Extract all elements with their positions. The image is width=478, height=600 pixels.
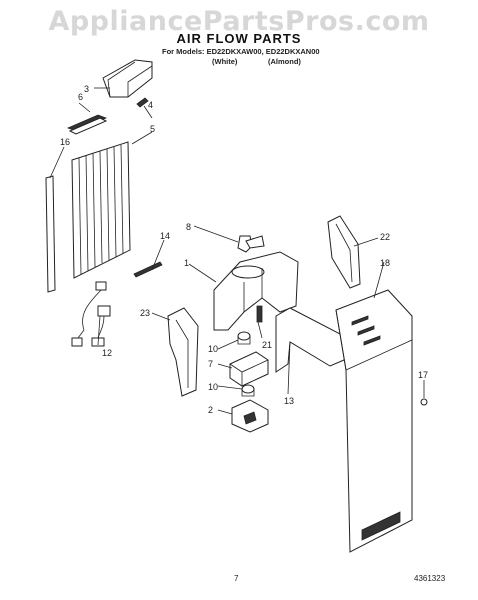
callout-22: 22 — [380, 232, 390, 242]
part-2-motor-bracket — [231, 399, 269, 433]
part-21-screw — [256, 305, 263, 323]
part-13-channel — [275, 307, 345, 373]
part-6-foam-strip — [66, 114, 108, 135]
callout-16: 16 — [60, 137, 70, 147]
part-12-wire-harness — [71, 281, 111, 347]
callout-10: 10 — [208, 382, 218, 392]
models-line: For Models: ED22DKXAW00, ED22DKXAN00 — [162, 47, 320, 56]
part-5-ribbed-cover — [71, 141, 131, 279]
leader-lines — [49, 87, 425, 415]
part-17-air-duct — [335, 289, 413, 553]
part-16-gasket-strip — [45, 175, 56, 293]
callout-18: 18 — [380, 258, 390, 268]
callout-4: 4 — [148, 100, 153, 110]
callout-8: 8 — [186, 222, 191, 232]
color-white-label: (White) — [212, 57, 238, 66]
part-10-bushing-upper — [237, 331, 251, 345]
callout-2: 2 — [208, 405, 213, 415]
page-number: 7 — [234, 574, 239, 583]
callout-6: 6 — [78, 92, 83, 102]
callout-21: 21 — [262, 340, 272, 350]
part-22-duct-fitting — [327, 215, 361, 289]
part-10-bushing-lower — [241, 384, 255, 397]
callout-23: 23 — [140, 308, 150, 318]
callout-1: 1 — [184, 258, 189, 268]
callout-labels: 36 4 5 16 14 8 1 23 12 10 7 10 2 21 13 22 18 17 — [60, 84, 428, 415]
part-7-fan-motor — [229, 351, 269, 387]
watermark: AppliancePartsPros.com — [48, 6, 430, 37]
part-14-screw — [133, 261, 163, 278]
part-4-screw — [136, 97, 149, 108]
part-18-screw — [420, 398, 428, 406]
callout-10: 10 — [208, 344, 218, 354]
callout-17: 17 — [418, 370, 428, 380]
part-8-fan-blade — [237, 235, 265, 253]
doc-number: 4361323 — [414, 574, 446, 583]
callout-3: 3 — [84, 84, 89, 94]
callout-12: 12 — [102, 348, 112, 358]
callout-13: 13 — [284, 396, 294, 406]
callout-14: 14 — [160, 231, 170, 241]
callout-5: 5 — [150, 124, 155, 134]
callout-7: 7 — [208, 359, 213, 369]
diagram-title: AIR FLOW PARTS — [176, 31, 302, 46]
part-23-side-duct — [167, 307, 199, 397]
part-3-duct-cover — [102, 59, 153, 98]
color-almond-label: (Almond) — [268, 57, 301, 66]
part-1-fan-shroud — [213, 251, 299, 331]
